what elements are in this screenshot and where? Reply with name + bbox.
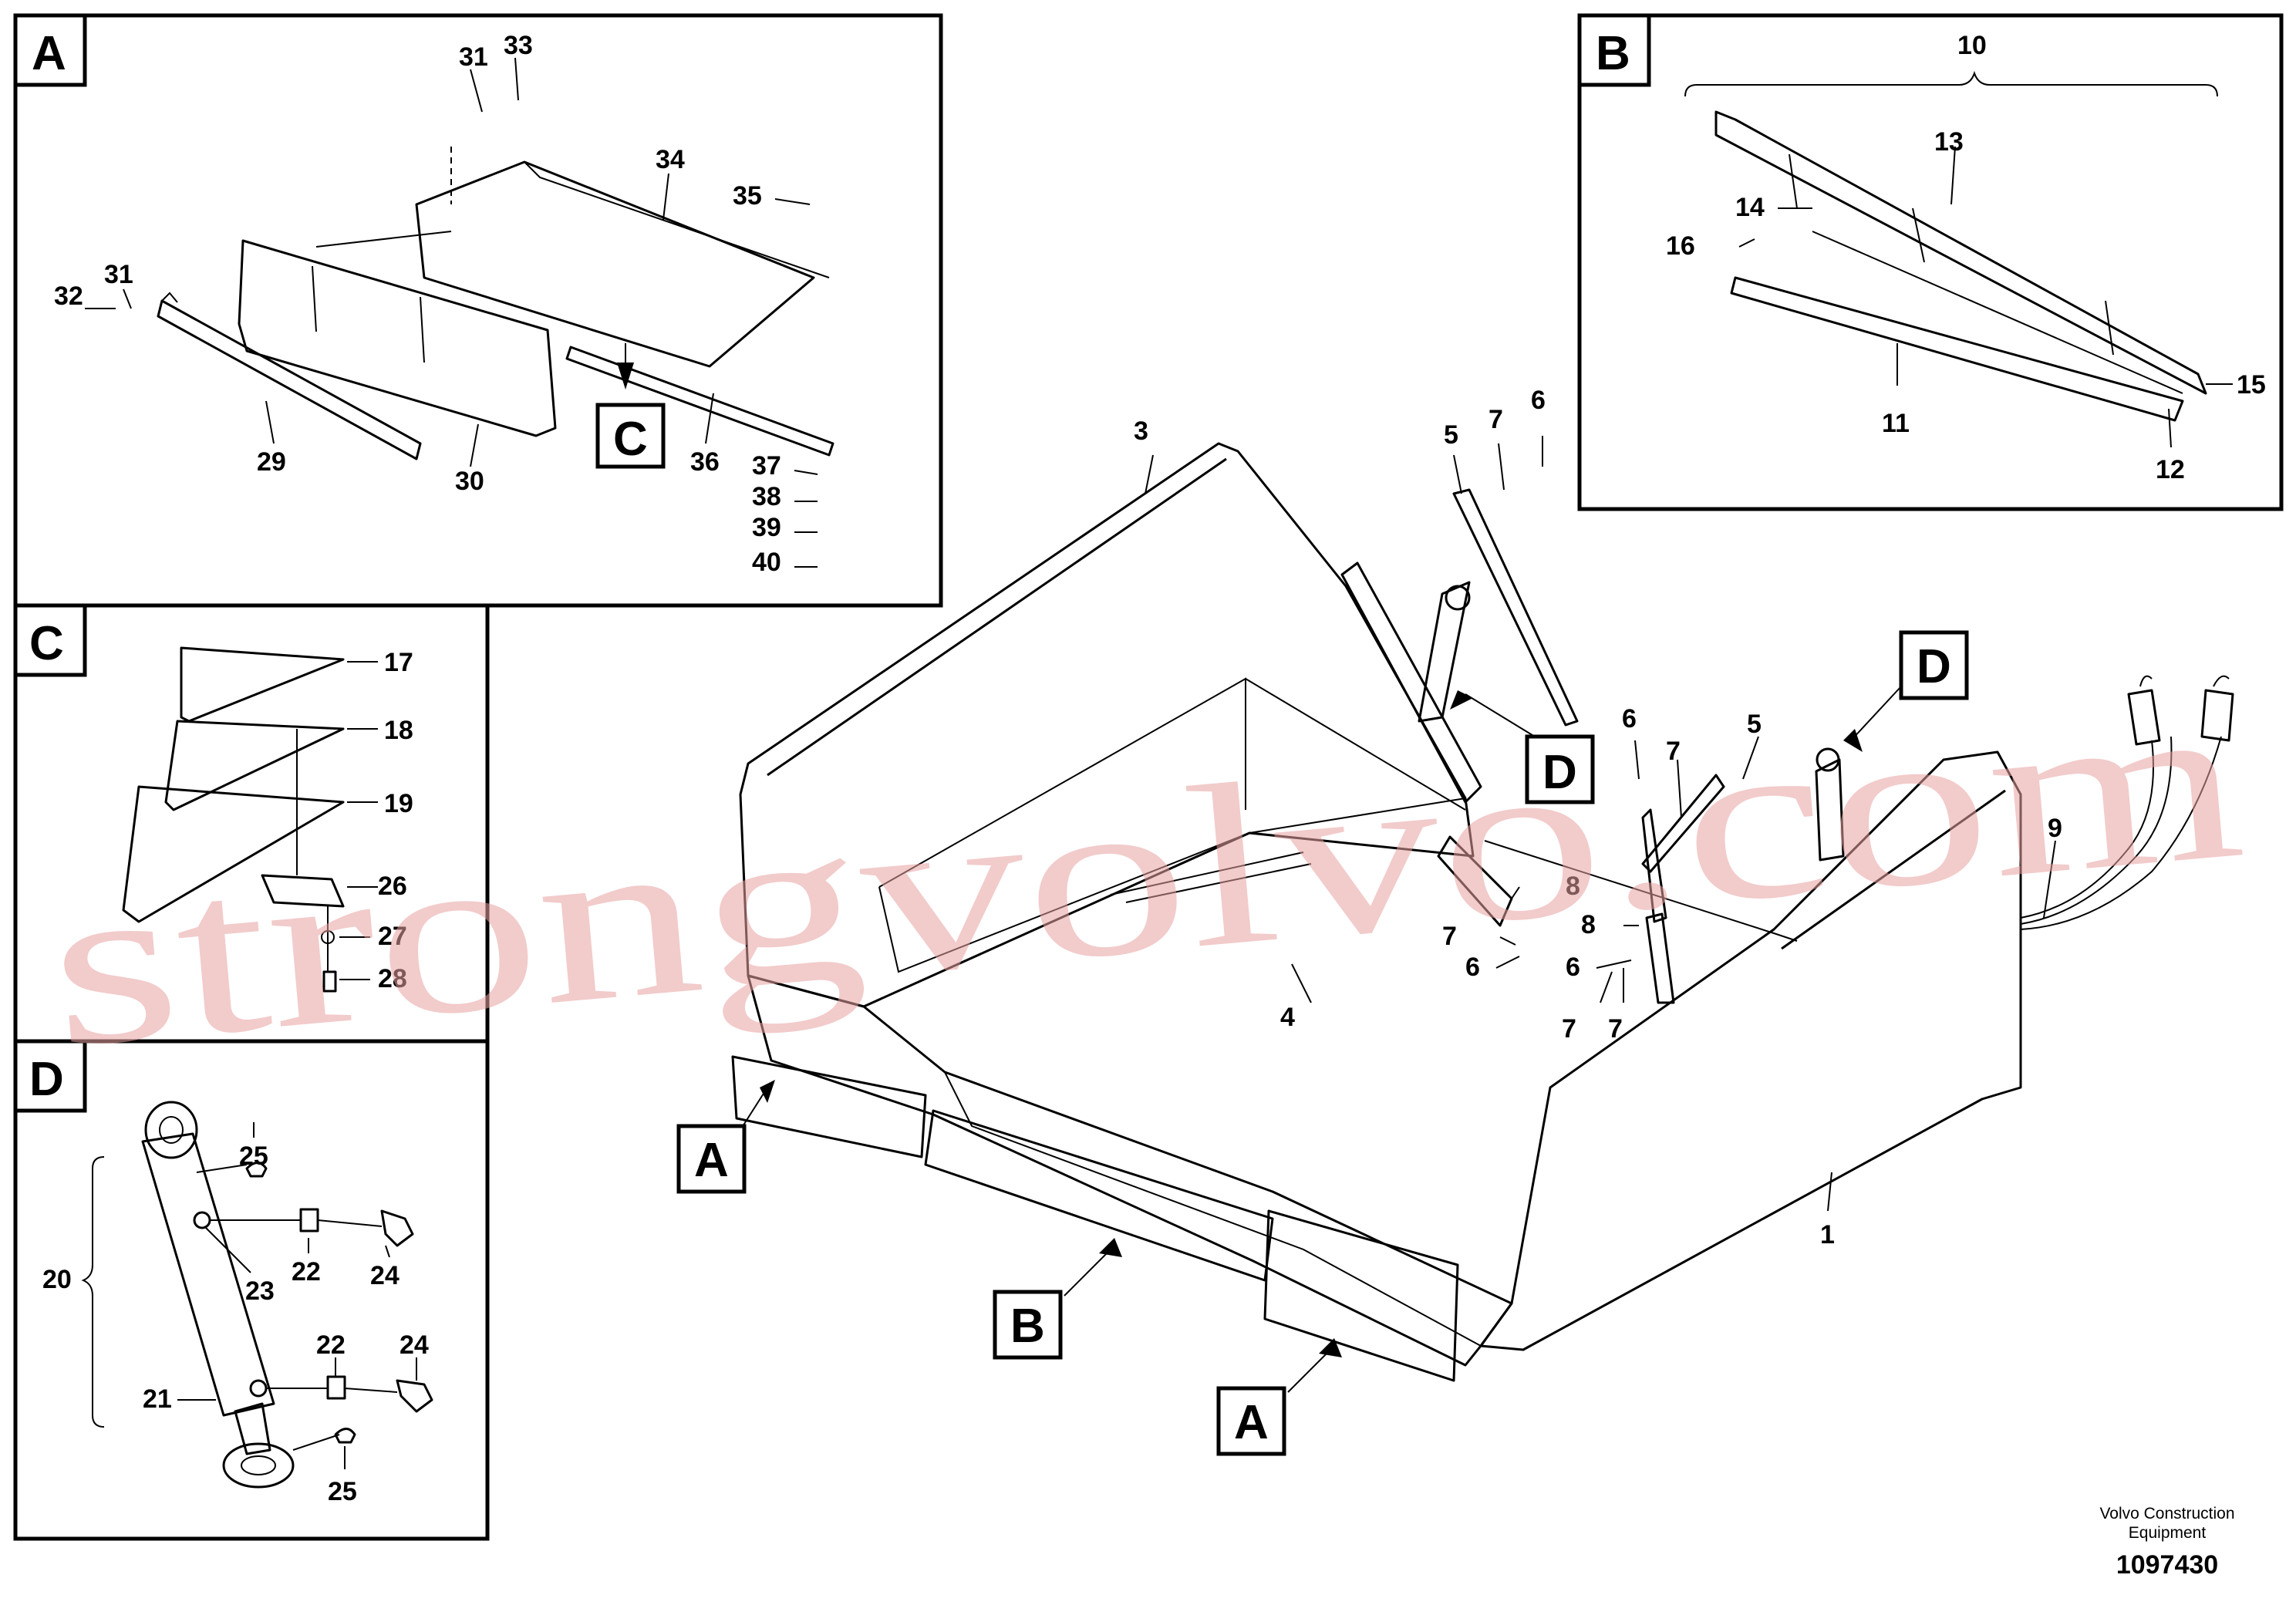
callout: 14 <box>1735 193 1765 222</box>
company-line1: Volvo Construction <box>2099 1505 2234 1523</box>
callout: 27 <box>378 922 407 951</box>
company-line2: Equipment <box>2129 1524 2207 1542</box>
footer: Volvo Construction Equipment 1097430 <box>2099 1505 2234 1580</box>
callout: 3 <box>1134 416 1148 446</box>
callout: 5 <box>1747 710 1762 739</box>
callout: 6 <box>1531 386 1546 415</box>
callout: 33 <box>504 31 533 60</box>
callout: 20 <box>42 1265 72 1294</box>
panel-c-tag: C <box>29 617 64 670</box>
callout: 7 <box>1489 405 1503 434</box>
watermark: strongvolvo.com <box>40 649 2252 1097</box>
main-tag: D <box>1542 746 1577 799</box>
panel-b: B 10 13 14 16 15 11 12 <box>1577 13 2284 511</box>
callout: 31 <box>104 260 133 289</box>
main-tag: B <box>1010 1300 1045 1353</box>
panel-a-ref-tag: C <box>613 413 648 466</box>
callout: 11 <box>1882 409 1910 438</box>
callout: 13 <box>1934 127 1964 157</box>
callout: 34 <box>656 145 685 174</box>
panel-d-tag: D <box>29 1053 64 1106</box>
callout: 7 <box>1562 1014 1576 1044</box>
callout: 6 <box>1566 953 1580 982</box>
panel-a-tag: A <box>32 27 66 80</box>
panel-b-tag: B <box>1596 27 1630 80</box>
callout: 17 <box>384 648 413 677</box>
callout: 19 <box>384 789 413 818</box>
callout: 37 <box>752 451 781 481</box>
callout: 18 <box>384 716 413 745</box>
callout: 22 <box>292 1257 321 1286</box>
callout: 12 <box>2156 455 2185 484</box>
callout: 35 <box>733 181 762 211</box>
callout: 8 <box>1566 872 1580 901</box>
callout: 29 <box>257 447 286 477</box>
main-tag: A <box>694 1134 729 1187</box>
callout: 8 <box>1581 910 1596 939</box>
callout: 16 <box>1666 231 1695 261</box>
callout: 36 <box>690 447 720 477</box>
callout: 28 <box>378 964 407 993</box>
callout: 6 <box>1465 953 1480 982</box>
panel-a: A C 31 33 34 35 32 <box>13 13 943 608</box>
callout: 31 <box>459 42 488 72</box>
callout: 40 <box>752 548 781 577</box>
callout: 6 <box>1622 704 1637 733</box>
callout: 32 <box>54 282 83 311</box>
callout: 9 <box>2048 814 2062 843</box>
callout: 15 <box>2237 370 2266 400</box>
callout: 1 <box>1820 1220 1835 1249</box>
main-tag: A <box>1234 1396 1269 1449</box>
callout: 24 <box>400 1330 429 1360</box>
callout: 5 <box>1444 420 1458 450</box>
callout: 23 <box>245 1276 275 1306</box>
panel-d: D 25 22 24 20 23 <box>13 1039 490 1541</box>
document-number: 1097430 <box>2116 1550 2218 1580</box>
callout: 39 <box>752 513 781 542</box>
main-assembly: D D A B A 3 5 7 6 6 7 5 8 7 6 8 6 7 4 <box>676 386 2234 1456</box>
callout: 21 <box>143 1384 172 1414</box>
callout: 4 <box>1280 1003 1295 1032</box>
callout: 25 <box>239 1141 268 1171</box>
callout: 25 <box>328 1477 357 1506</box>
callout: 22 <box>316 1330 346 1360</box>
main-tag: D <box>1917 640 1951 693</box>
callout: 24 <box>370 1261 400 1290</box>
callout: 7 <box>1608 1014 1623 1044</box>
callout: 30 <box>455 467 484 496</box>
callout: 7 <box>1666 737 1681 766</box>
callout: 38 <box>752 482 781 511</box>
callout: 26 <box>378 872 407 901</box>
callout: 7 <box>1442 922 1457 951</box>
callout: 10 <box>1957 31 1987 60</box>
